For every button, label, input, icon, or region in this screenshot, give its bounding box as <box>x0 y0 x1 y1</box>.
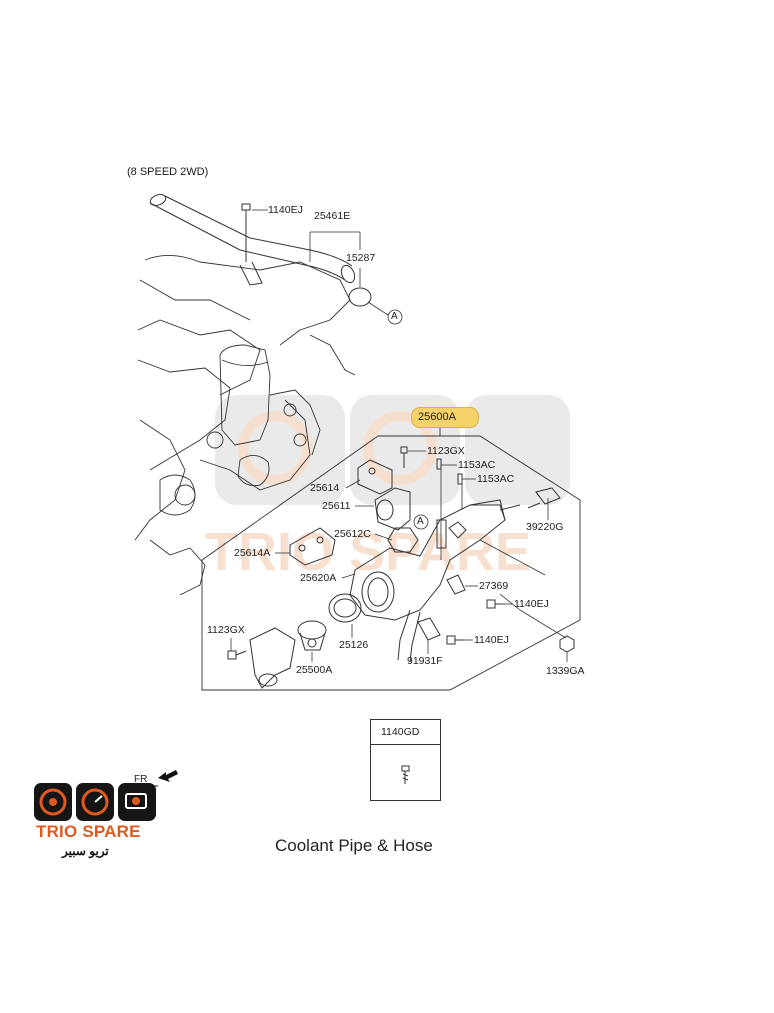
leader-lines-top <box>252 209 403 325</box>
part-label-25614[interactable]: 25614 <box>310 482 340 494</box>
engine-block-sketch <box>134 255 356 596</box>
part-label-1140ej-top[interactable]: 1140EJ <box>268 204 303 216</box>
part-label-25611[interactable]: 25611 <box>322 500 351 512</box>
part-label-1153ac-2[interactable]: 1153AC <box>477 473 515 485</box>
part-label-25612c[interactable]: 25612C <box>334 528 371 540</box>
part-label-1339ga[interactable]: 1339GA <box>546 665 585 677</box>
part-label-39220g[interactable]: 39220G <box>526 521 564 533</box>
brand-logo-icons <box>34 783 156 821</box>
assembly-code-25600a[interactable]: 25600A <box>418 411 456 423</box>
svg-text:TRIO SPARE: TRIO SPARE <box>205 522 531 582</box>
brand-name: TRIO SPARE <box>36 822 141 841</box>
leader-lines-assembly <box>230 450 568 662</box>
part-label-25620a[interactable]: 25620A <box>300 572 337 584</box>
bolt-icon <box>241 203 251 262</box>
part-label-1140ej-mid[interactable]: 1140EJ <box>514 598 549 610</box>
part-label-25126[interactable]: 25126 <box>339 639 369 651</box>
part-label-15287[interactable]: 15287 <box>346 252 376 264</box>
part-label-1123gx-top[interactable]: 1123GX <box>427 445 465 457</box>
brand-name-arabic: تريو سبير <box>62 844 109 858</box>
bolt-1140gd-icon <box>401 765 410 784</box>
variant-header: (8 SPEED 2WD) <box>127 166 209 178</box>
legend-box-1140gd: 1140GD <box>370 719 441 801</box>
part-label-1153ac-1[interactable]: 1153AC <box>458 459 496 471</box>
part-label-27369[interactable]: 27369 <box>479 580 509 592</box>
legend-header: 1140GD <box>371 720 440 745</box>
watermark: TRIO SPARE <box>205 395 570 582</box>
part-label-25614a[interactable]: 25614A <box>234 547 271 559</box>
ref-marker-a-top: A <box>391 311 398 322</box>
o-ring-15287 <box>348 287 372 307</box>
part-label-1123gx-left[interactable]: 1123GX <box>207 624 245 636</box>
legend-code[interactable]: 1140GD <box>381 726 420 738</box>
direction-mark-fr: FR <box>134 774 148 785</box>
part-label-25500a[interactable]: 25500A <box>296 664 333 676</box>
part-label-1140ej-low[interactable]: 1140EJ <box>474 634 509 646</box>
part-label-25461e[interactable]: 25461E <box>314 210 351 222</box>
assembly-callout-highlight[interactable] <box>411 407 479 428</box>
page-caption: Coolant Pipe & Hose <box>275 836 433 855</box>
part-label-91931f[interactable]: 91931F <box>407 655 443 667</box>
ref-marker-a-mid: A <box>417 516 424 527</box>
